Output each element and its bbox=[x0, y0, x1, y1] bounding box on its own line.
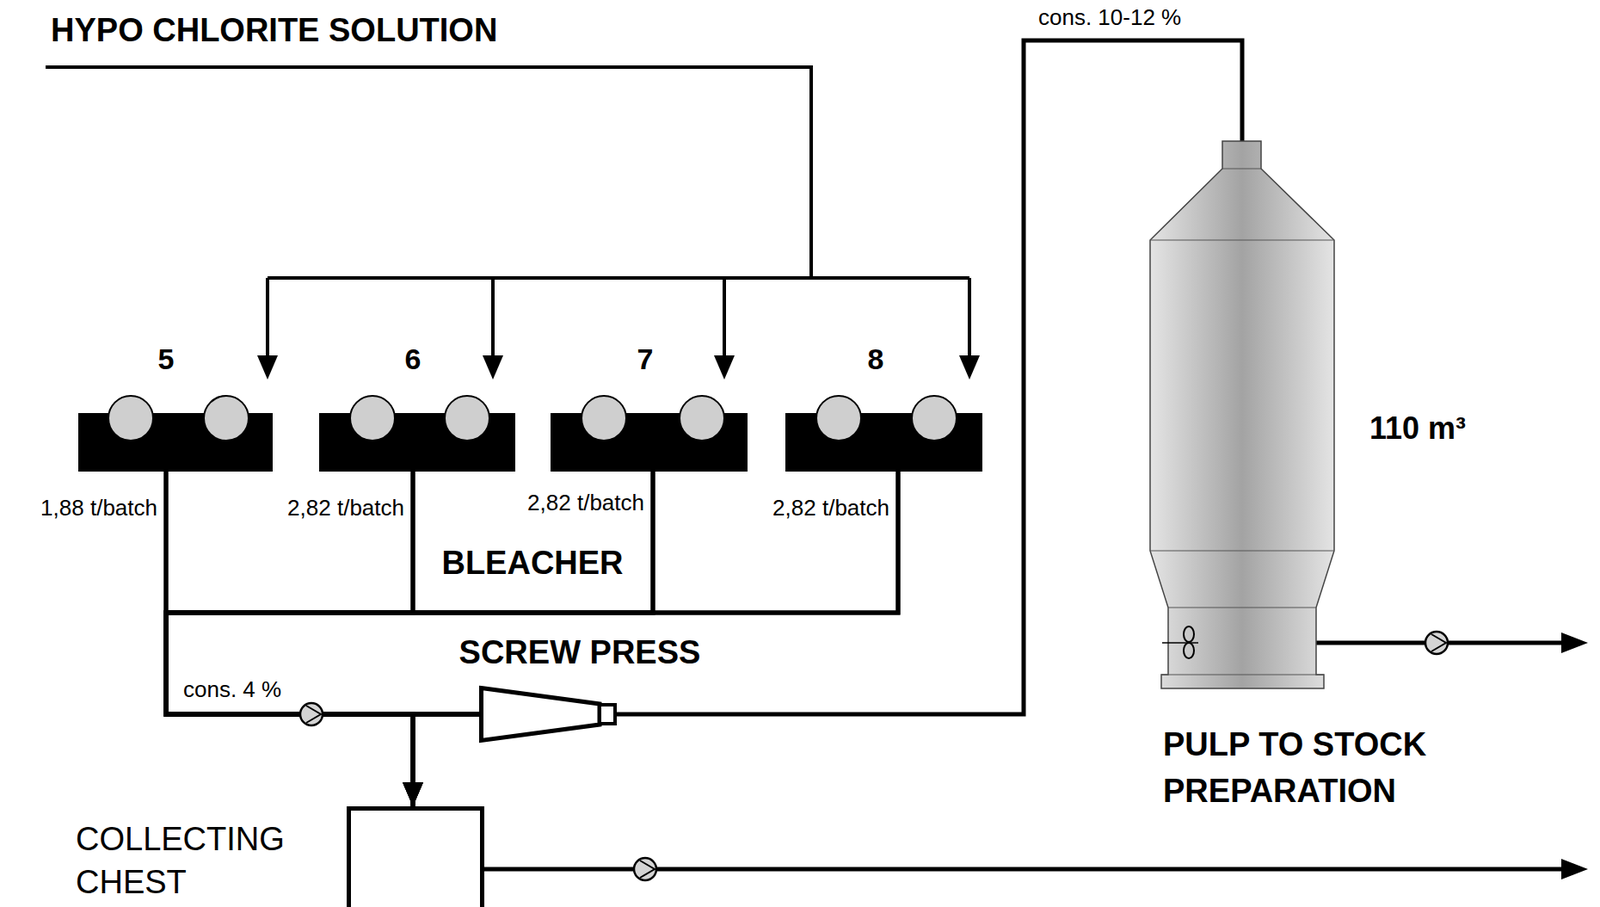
arrow-head bbox=[402, 781, 424, 807]
connector-line bbox=[166, 471, 653, 714]
bleacher-number: 7 bbox=[637, 341, 654, 377]
tower-seam bbox=[1150, 549, 1335, 551]
text-label: HYPO CHLORITE SOLUTION bbox=[50, 11, 498, 51]
hypochlorite-pipe bbox=[45, 67, 970, 360]
pipe-line bbox=[45, 67, 812, 278]
mixer-blade bbox=[1183, 642, 1194, 659]
equipment-label: COLLECTING CHEST bbox=[75, 817, 334, 904]
connector bbox=[166, 471, 653, 714]
pump-mark bbox=[306, 705, 321, 723]
bleacher-number: 5 bbox=[158, 341, 175, 377]
arrow-head bbox=[402, 781, 424, 807]
text-label: 2,82 t/batch bbox=[772, 494, 890, 522]
storage-tower: 110 m³ bbox=[1150, 141, 1335, 689]
pump-symbol bbox=[300, 702, 323, 726]
arrow-heads bbox=[257, 355, 1588, 880]
equipment-label: SCREW PRESS bbox=[459, 633, 702, 673]
connector bbox=[616, 40, 1243, 714]
arrow-head bbox=[713, 355, 735, 380]
bleacher-tank: 7 bbox=[550, 412, 748, 472]
arrow-head bbox=[959, 355, 980, 380]
bleacher-tank: 5 bbox=[78, 412, 273, 472]
text-label: cons. 10-12 % bbox=[1038, 4, 1182, 31]
pump-symbol bbox=[1425, 631, 1448, 654]
arrow-head bbox=[482, 355, 504, 380]
text-label: 2,82 t/batch bbox=[287, 494, 405, 522]
agitator-circle bbox=[203, 395, 249, 441]
collecting-chest: COLLECTING CHEST bbox=[346, 806, 485, 907]
agitator-circle bbox=[911, 395, 957, 441]
arrow-head bbox=[1561, 858, 1588, 880]
connector-line bbox=[166, 471, 899, 714]
press-body bbox=[481, 688, 601, 741]
pump-mark bbox=[640, 860, 655, 878]
text-label: BLEACHER bbox=[441, 543, 623, 584]
tower-seam bbox=[1150, 239, 1335, 240]
connector-line bbox=[166, 471, 413, 807]
agitator-circle bbox=[444, 395, 490, 441]
connector-line bbox=[166, 471, 480, 714]
connector bbox=[166, 471, 480, 714]
connector bbox=[166, 471, 480, 714]
pipe-line bbox=[265, 277, 270, 360]
mixer-shaft bbox=[1162, 641, 1199, 644]
pump-body bbox=[1425, 631, 1448, 654]
arrow-head bbox=[402, 781, 424, 807]
connector-line bbox=[616, 40, 1243, 714]
tower-seam bbox=[1168, 606, 1317, 608]
arrow-head bbox=[1561, 632, 1588, 653]
agitator-circle bbox=[816, 395, 862, 441]
agitator-symbols bbox=[550, 387, 748, 465]
connector bbox=[166, 471, 424, 807]
connector bbox=[166, 471, 899, 714]
agitator-symbols bbox=[319, 387, 516, 465]
screw-press: SCREW PRESS bbox=[479, 685, 617, 743]
press-outlet bbox=[599, 704, 616, 724]
pipe-line bbox=[267, 276, 970, 280]
pump-mark bbox=[1431, 633, 1447, 652]
tower-seam bbox=[1161, 673, 1324, 675]
pipe-line bbox=[722, 277, 727, 360]
connector-line bbox=[166, 471, 413, 807]
pump-body bbox=[633, 857, 657, 880]
pipe-line bbox=[967, 277, 972, 360]
agitator-circle bbox=[108, 395, 154, 441]
text-label: 1,88 t/batch bbox=[40, 494, 158, 522]
agitator-symbols bbox=[785, 387, 983, 465]
connector bbox=[166, 471, 899, 807]
mixer-blade bbox=[1183, 626, 1194, 642]
arrow-head bbox=[257, 355, 278, 380]
bleacher-number: 6 bbox=[405, 341, 422, 377]
text-label: cons. 4 % bbox=[183, 676, 282, 703]
connector bbox=[166, 471, 424, 807]
volume-label: 110 m³ bbox=[1369, 409, 1466, 447]
bleacher-tank: 8 bbox=[785, 412, 983, 472]
tower-shape bbox=[1150, 141, 1335, 689]
agitator-symbols bbox=[78, 387, 273, 465]
pump-symbol bbox=[633, 857, 657, 880]
pipe-line bbox=[491, 277, 495, 360]
agitator-circle bbox=[350, 395, 395, 441]
pump-body bbox=[300, 702, 323, 726]
bleacher-number: 8 bbox=[867, 341, 885, 377]
tower-body bbox=[1150, 141, 1335, 689]
arrow-head bbox=[402, 781, 424, 807]
connector-line bbox=[166, 471, 480, 714]
bleacher-tank: 6 bbox=[319, 412, 516, 472]
text-label: 2,82 t/batch bbox=[527, 489, 645, 517]
connector-line bbox=[166, 471, 899, 807]
tower-seam bbox=[1222, 167, 1262, 169]
text-label: PULP TO STOCK PREPARATION bbox=[1163, 720, 1576, 814]
agitator-circle bbox=[679, 395, 725, 441]
screw-press-shape bbox=[479, 685, 617, 743]
agitator-circle bbox=[581, 395, 627, 441]
